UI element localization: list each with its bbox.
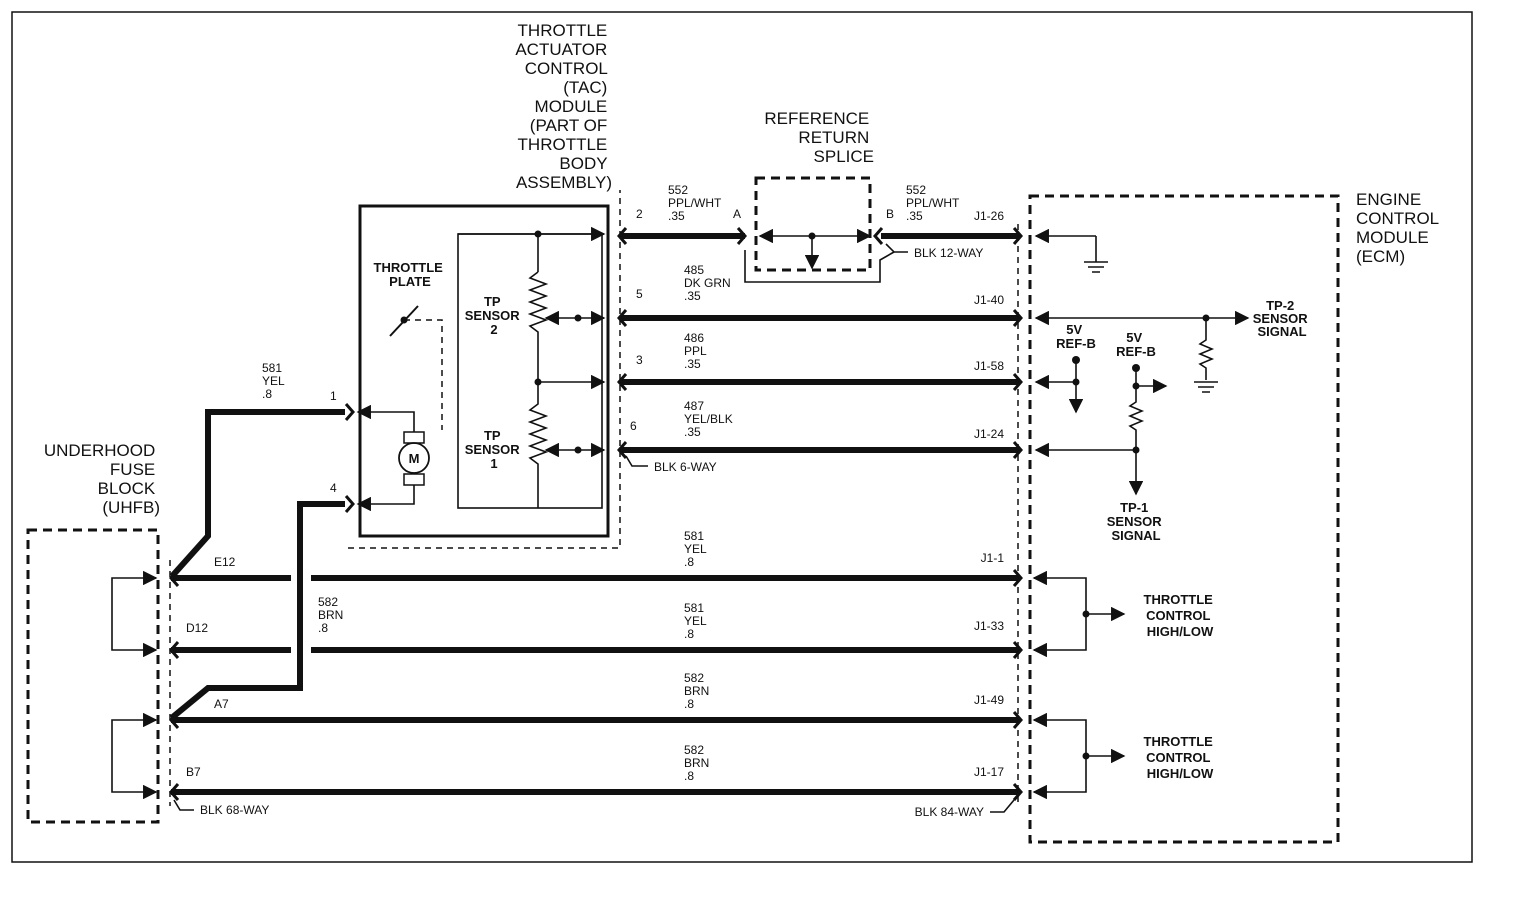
ecm-tp1-resistor [1127,386,1145,450]
tac-module-box [358,204,610,538]
reference-splice-title: REFERENCE RETURN SPLICE [764,109,874,166]
ecm-ground-1 [1084,261,1108,273]
wire-582-tac [169,501,345,721]
ecm-ground-2 [1194,381,1218,393]
uhfb-title: UNDERHOOD FUSE BLOCK (UHFB) [44,441,160,517]
ecm-pin-j1-49: J1-49 [974,693,1004,707]
tac-internal [356,226,606,512]
tac-pin-1: 1 [330,389,337,403]
connector-blk-68-way: BLK 68-WAY [200,803,269,817]
uhfb-internal [111,570,158,800]
wire-582-tac-label: 582 BRN .8 [318,595,347,635]
ecm-box [1028,194,1340,844]
tac-pin-5: 5 [636,287,643,301]
tac-pin-6: 6 [630,419,637,433]
tp-sensor-frame [457,233,603,509]
tac-pin-4: 4 [330,481,337,495]
tp2-resistor [527,271,549,382]
connector-blk-84-way: BLK 84-WAY [915,805,984,819]
tac-module-title: THROTTLE ACTUATOR CONTROL (TAC) MODULE (… [515,21,612,192]
fuse-pin-b7: B7 [186,765,201,779]
ref-5v-label-2: 5V REF-B [1116,330,1156,359]
diagram-frame [11,11,1473,863]
motor-label: M [409,451,420,466]
tac-connector-dash [348,190,621,549]
blk68-leader [173,799,194,811]
ecm-pin-j1-1: J1-1 [981,551,1005,565]
splice-pin-a: A [733,207,741,221]
tp-sensor-1-label: TP SENSOR 1 [465,428,524,471]
splice-internal [744,228,895,283]
fuse-pin-d12: D12 [186,621,208,635]
ecm-pin-j1-17: J1-17 [974,765,1004,779]
wire-581-tac [169,409,345,579]
wire-582-1-label: 582 BRN .8 [684,671,713,711]
blk84-leader [990,799,1015,813]
uhfb-box [26,528,160,824]
tac-pin-2: 2 [636,207,643,221]
splice-pin-b: B [886,207,894,221]
ecm-internal [1032,228,1250,800]
wire-487-label: 487 YEL/BLK .35 [684,399,736,439]
wire-582-2-label: 582 BRN .8 [684,743,713,783]
connector-blk-12-way: BLK 12-WAY [914,246,983,260]
throttle-control-label-2: THROTTLE CONTROL HIGH/LOW [1144,734,1217,781]
reference-splice-box [754,176,872,272]
fuse-pin-e12: E12 [214,555,236,569]
ecm-pin-j1-33: J1-33 [974,619,1004,633]
wire-581-1-label: 581 YEL .8 [684,529,710,569]
throttle-plate-label: THROTTLE PLATE [374,260,447,289]
tp-sensor-2-label: TP SENSOR 2 [465,294,524,337]
tp1-resistor [527,382,549,508]
tac-pin-3: 3 [636,353,643,367]
blk12-leader [885,243,908,253]
wire-552-b-label: 552 PPL/WHT .35 [906,183,962,223]
fuse-pin-a7: A7 [214,697,229,711]
ecm-pin-j1-40: J1-40 [974,293,1004,307]
wire-552-a-label: 552 PPL/WHT .35 [668,183,724,223]
wire-486-label: 486 PPL .35 [684,331,710,371]
ref-5v-label-1: 5V REF-B [1056,322,1096,351]
tp2-signal-label: TP-2 SENSOR SIGNAL [1253,298,1312,339]
wire-581-tac-label: 581 YEL .8 [262,361,288,401]
throttle-control-label-1: THROTTLE CONTROL HIGH/LOW [1144,592,1217,639]
connector-blk-6-way: BLK 6-WAY [654,460,717,474]
wire-581-2-label: 581 YEL .8 [684,601,710,641]
ecm-pin-j1-26: J1-26 [974,209,1004,223]
blk6-leader [625,455,648,467]
wire-485-label: 485 DK GRN .35 [684,263,734,303]
ecm-pullup-resistor [1197,318,1215,380]
ecm-title: ENGINE CONTROL MODULE (ECM) [1356,190,1443,266]
pin-markers [169,227,1023,801]
tp1-signal-label: TP-1 SENSOR SIGNAL [1107,500,1166,543]
ecm-pin-j1-58: J1-58 [974,359,1004,373]
ecm-pin-j1-24: J1-24 [974,427,1004,441]
